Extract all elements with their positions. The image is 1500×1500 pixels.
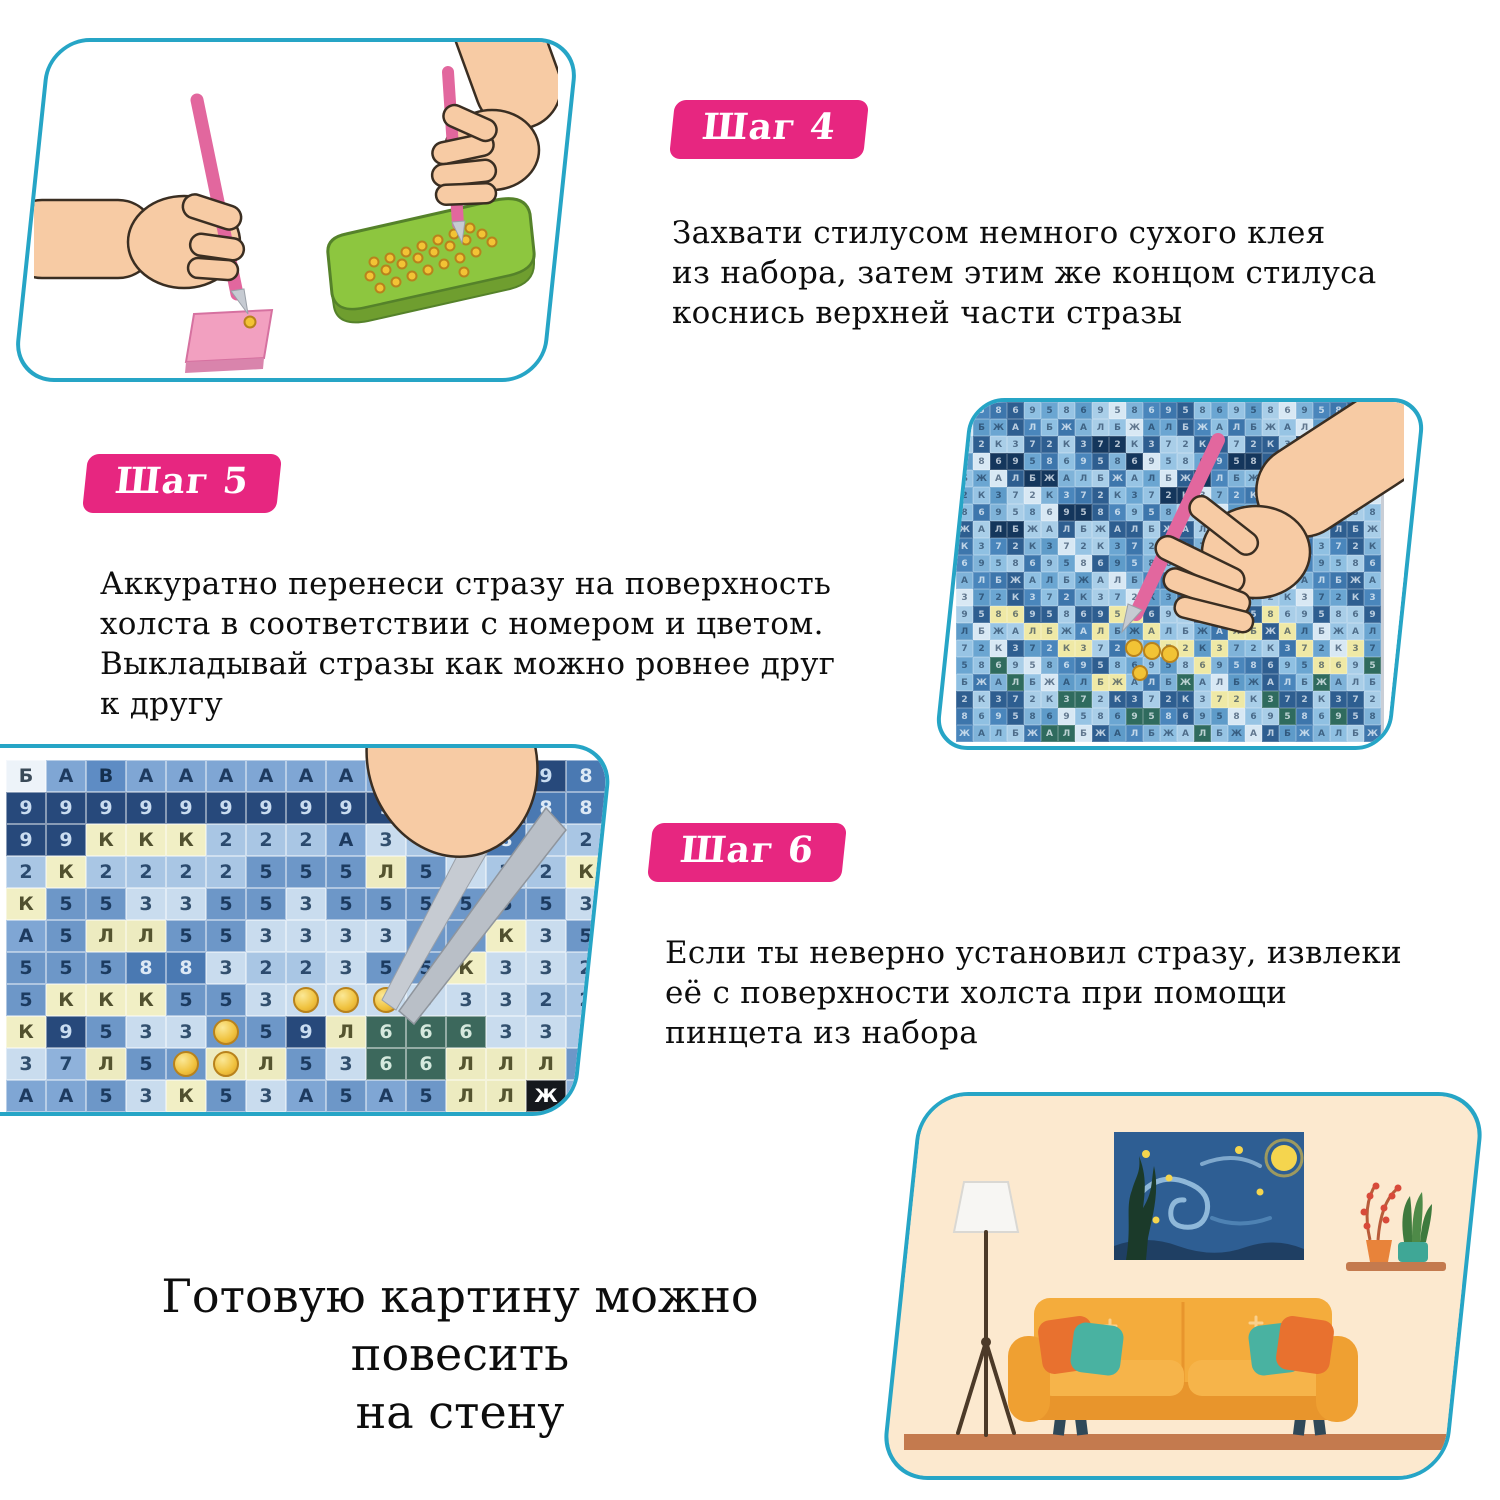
stylus-glue-illustration <box>34 42 558 373</box>
glue-pad-illustration <box>184 308 274 373</box>
step4-illustration-panel <box>11 38 581 382</box>
wall-shelf-illustration <box>1346 1182 1446 1271</box>
step5-illustration-panel: 9586958695869586958695869ЛБЖАЛБЖАЛБЖАЛБЖ… <box>933 398 1427 750</box>
tweezers-prong <box>397 806 567 1026</box>
living-room-illustration <box>904 1096 1462 1476</box>
hand-placing-drill-illustration <box>1121 402 1404 681</box>
finger-illustration <box>365 748 539 859</box>
floor-lamp-illustration <box>952 1181 1020 1437</box>
step4-badge-label: Шаг 4 <box>700 106 839 148</box>
footer-text: Готовую картину можно повесить на стену <box>161 1269 759 1439</box>
stylus-canvas-illustration <box>1121 433 1225 634</box>
step5-text: Аккуратно перенеси стразу на поверхность… <box>100 566 836 722</box>
tweezers-illustration <box>365 748 567 1026</box>
sofa-illustration <box>1008 1298 1358 1436</box>
room-illustration-panel <box>879 1092 1487 1480</box>
step5-badge-label: Шаг 5 <box>113 460 252 502</box>
step6-text: Если ты неверно установил стразу, извлек… <box>665 935 1403 1051</box>
drill-tray-illustration <box>326 197 536 324</box>
starry-night-painting <box>1114 1132 1304 1260</box>
step4-text: Захвати стилусом немного сухого клея из … <box>672 215 1377 331</box>
step4-badge: Шаг 4 <box>668 100 869 159</box>
step6-badge: Шаг 6 <box>646 823 847 882</box>
placed-drills <box>1125 639 1179 681</box>
step6-illustration-panel: БАВААААААААА99899999999999А98899ККК222А3… <box>0 744 614 1116</box>
canvas-texture-cell: 9 <box>956 402 973 419</box>
floor <box>904 1434 1462 1450</box>
step5-badge: Шаг 5 <box>81 454 282 513</box>
step6-badge-label: Шаг 6 <box>678 829 817 871</box>
